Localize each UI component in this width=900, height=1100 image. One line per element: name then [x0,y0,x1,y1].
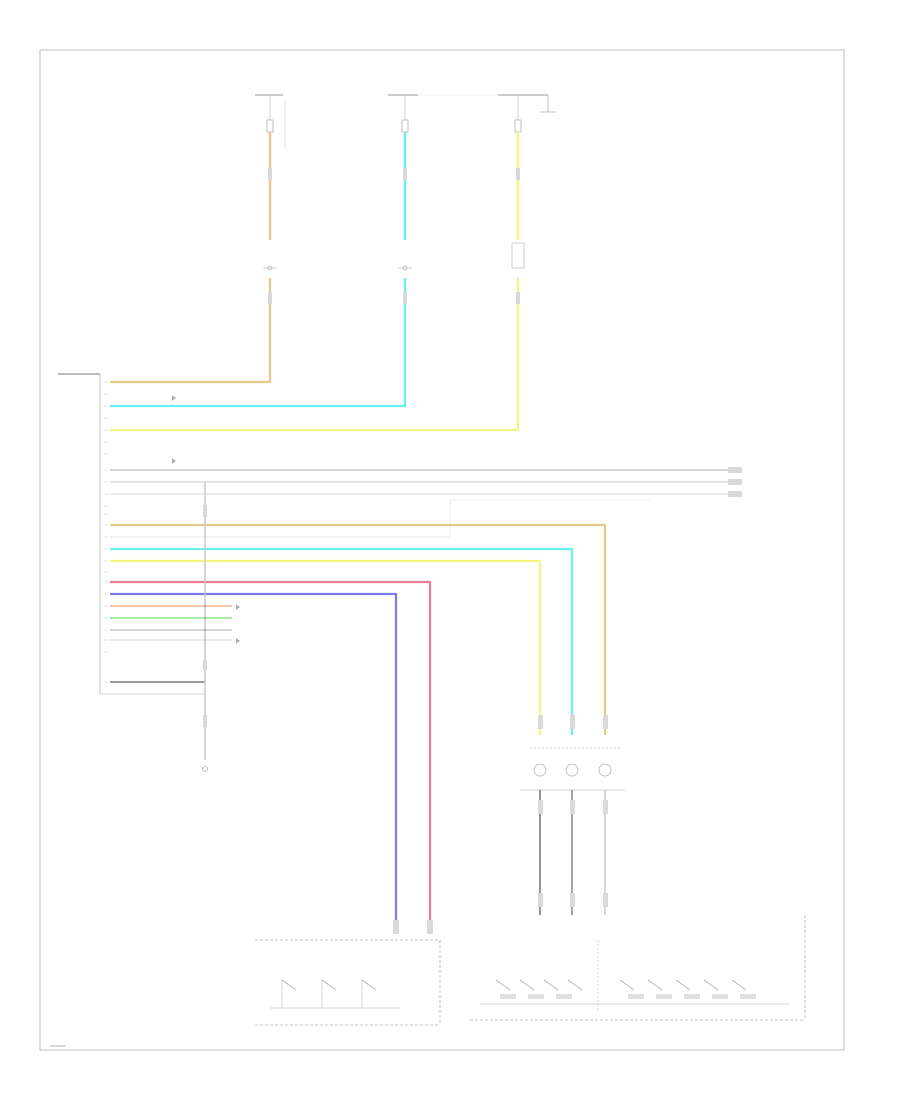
wire-orange-upper [268,132,272,240]
diagram-border [39,49,845,1051]
wire-red [110,580,432,930]
wire-yellow-upper [516,132,520,240]
module-left-connector [58,373,205,695]
wire-blue [110,592,398,930]
wire-cyan-right [110,547,574,735]
lamp-cluster [520,715,625,915]
gray-bus-lines [110,467,742,497]
connector-middle [398,265,412,271]
wire-cyan-lower [110,278,407,408]
connector-right [511,242,525,269]
ground-wire [202,482,208,772]
connector-left [263,265,277,271]
module-pin-ticks [104,381,108,695]
wire-yellow-lower [110,278,520,432]
wire-yellow-right [110,559,542,735]
fuse-block-middle [388,94,500,133]
splice-arrow [172,395,176,401]
wire-label-yellow [516,292,520,304]
fuse-block-right [498,94,556,133]
splice-arrow [236,604,240,610]
switch-box-left [255,920,441,1026]
splice-arrow [172,458,176,464]
wire-orange-lower [110,278,272,384]
switch-box-right [470,915,806,1021]
wire-label-cyan [403,292,407,304]
wire-label-orange [268,292,272,304]
wire-cyan-upper [403,132,407,240]
wire-orange-right [110,523,607,735]
splice-arrow [236,638,240,644]
